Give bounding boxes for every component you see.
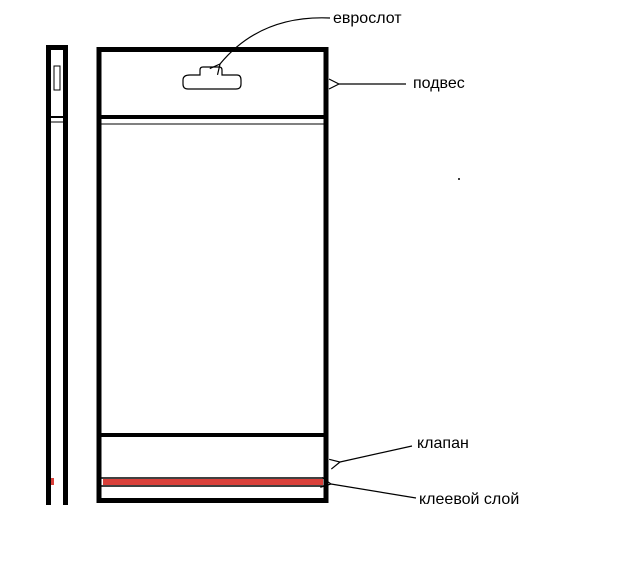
flap-label: клапан xyxy=(417,435,469,452)
flap-arrow xyxy=(340,445,413,462)
side-profile-inner-gap xyxy=(51,125,63,505)
euroslot-hole xyxy=(182,66,242,90)
callout-arrows xyxy=(220,17,417,499)
euroslot-arrow xyxy=(220,17,331,64)
hanger-label: подвес xyxy=(413,75,465,92)
side-profile-slot-marker xyxy=(53,65,61,91)
front-view xyxy=(96,47,329,503)
adhesive-label: клеевой слой xyxy=(419,491,519,508)
bag-outline xyxy=(96,47,329,503)
adhesive-arrow xyxy=(331,484,417,499)
euroslot-label: еврослот xyxy=(333,10,402,27)
side-profile-adhesive-mark xyxy=(51,478,54,485)
side-profile-view xyxy=(46,45,68,505)
stray-dot xyxy=(458,178,460,180)
callout-labels: еврослот подвес клапан клеевой слой xyxy=(333,10,519,508)
adhesive-strip xyxy=(103,479,323,485)
